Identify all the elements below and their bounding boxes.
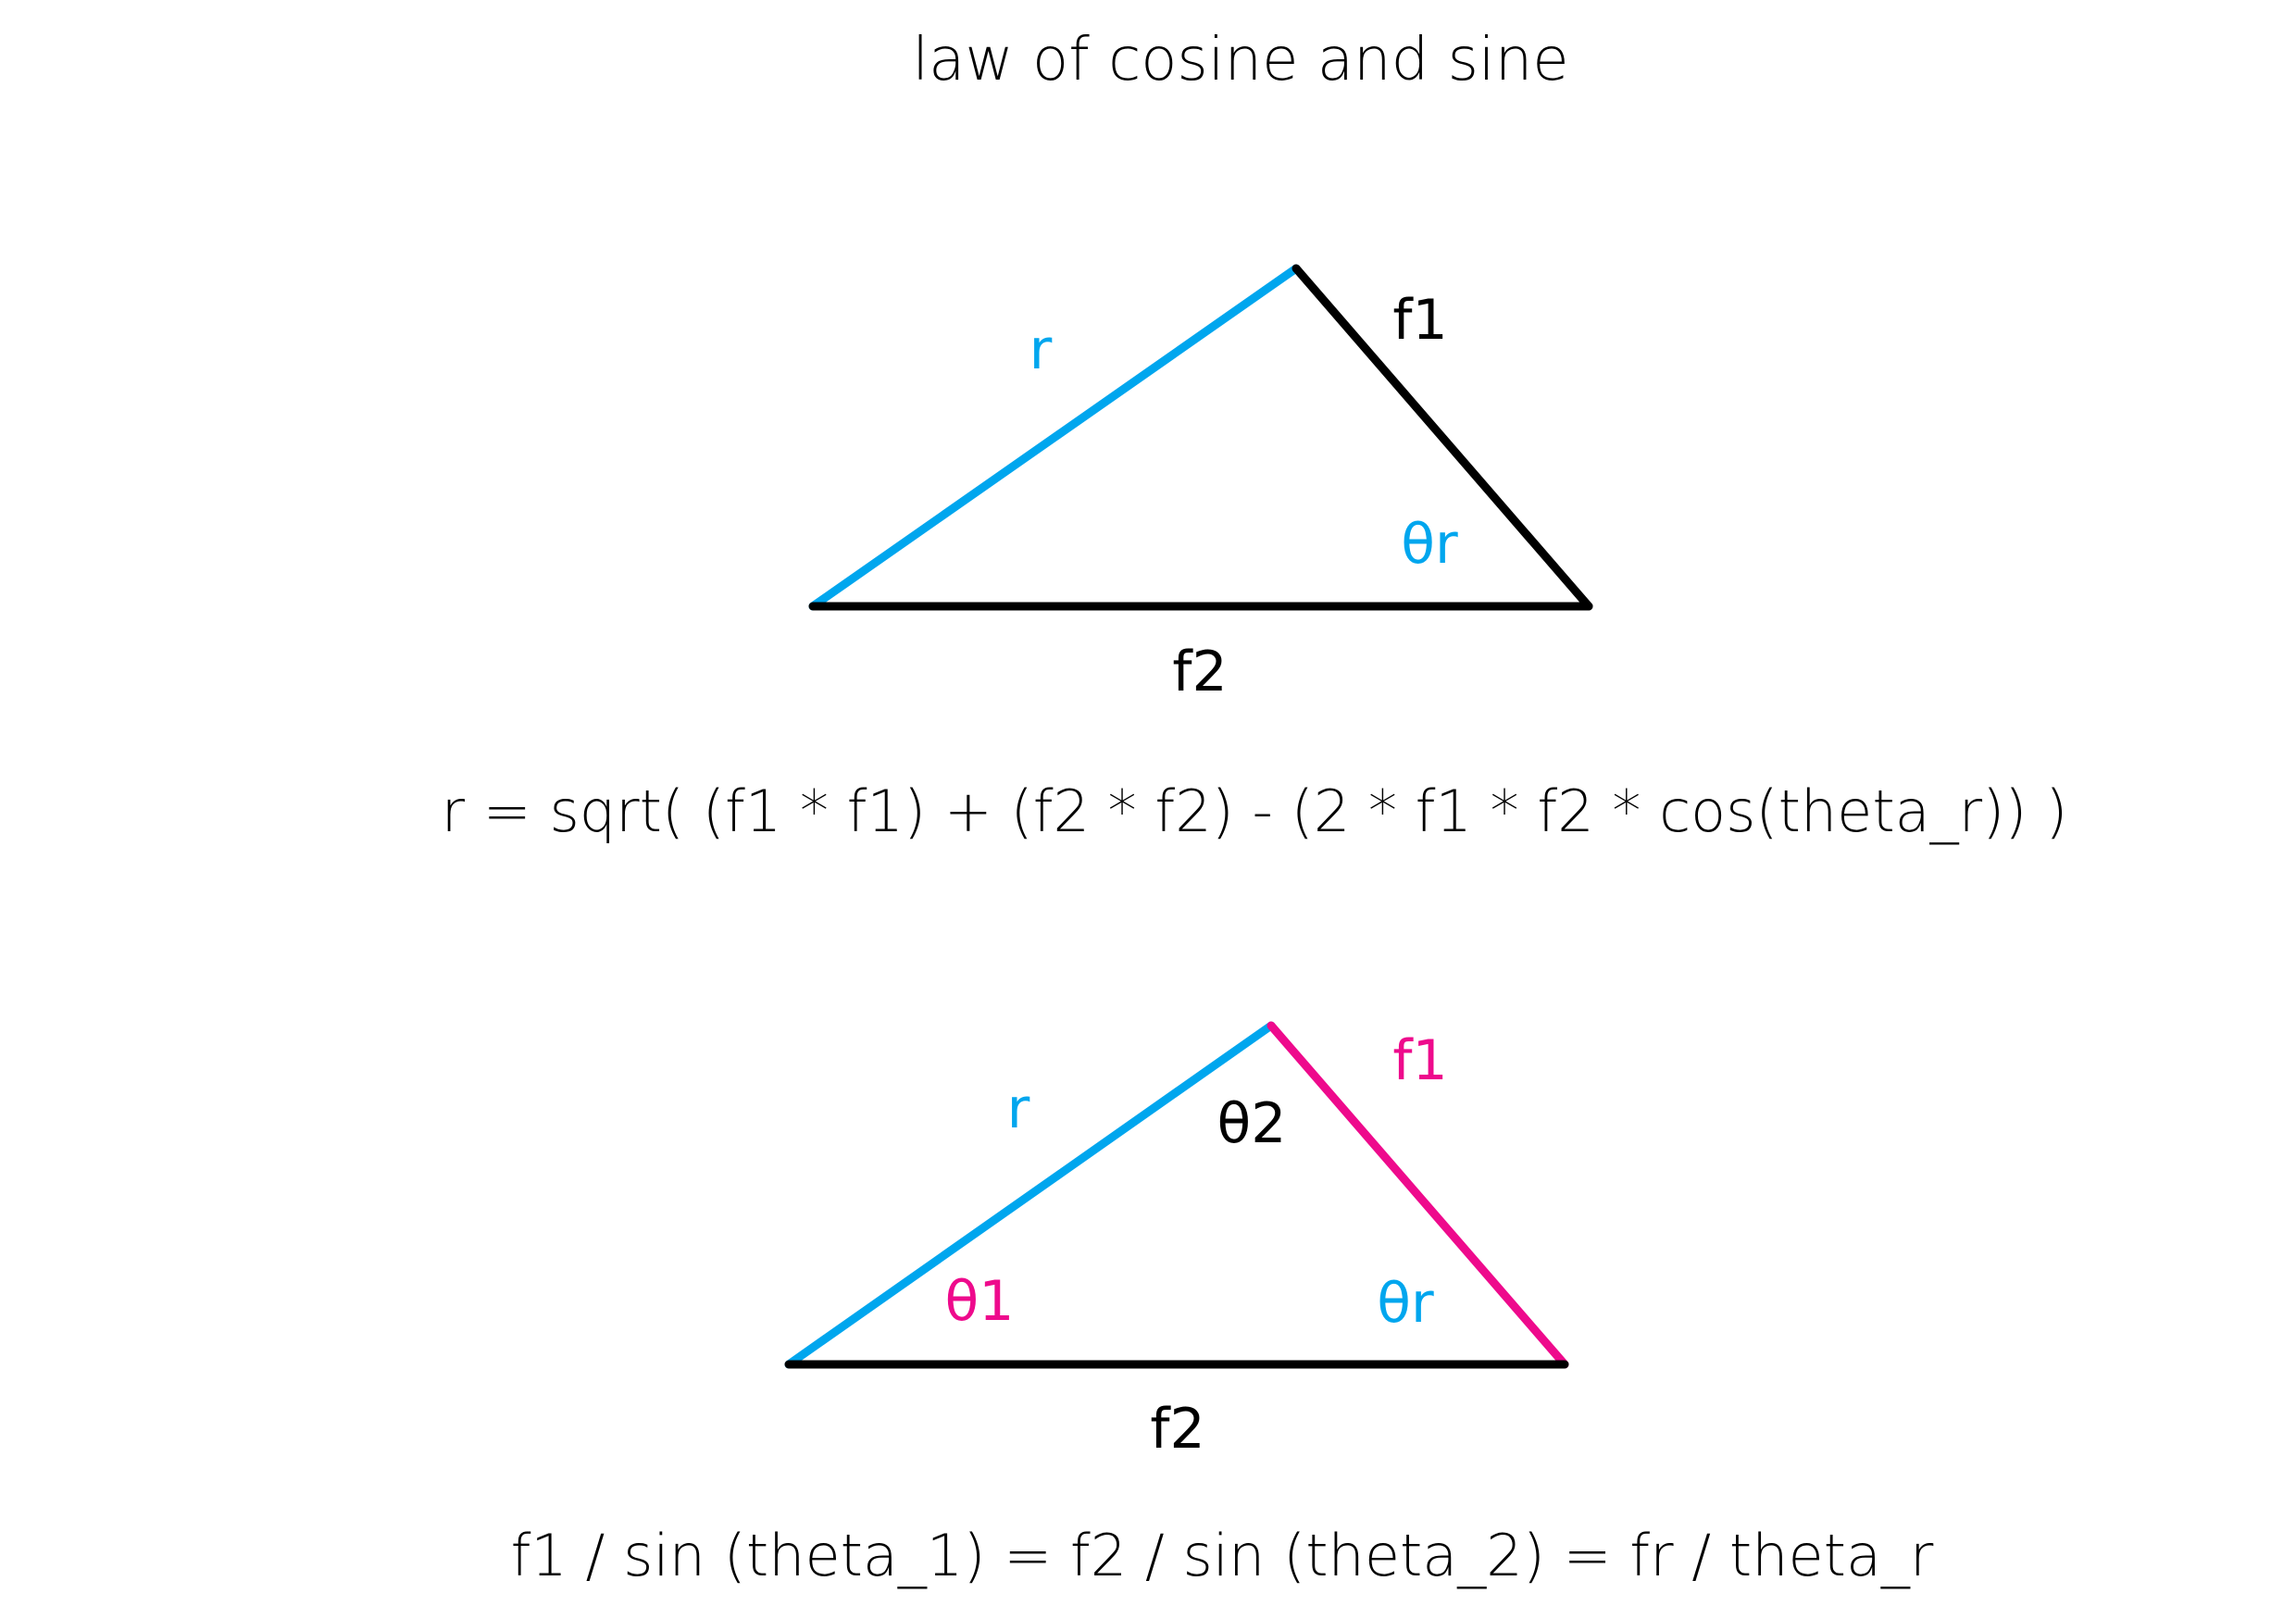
triangle-bottom-label-angle-r: θr	[1377, 1271, 1434, 1336]
triangle-bottom-side-f1	[1267, 1021, 1569, 1369]
triangle-top-label-r: r	[1029, 317, 1053, 382]
triangle-bottom-label-f2: f2	[1150, 1397, 1204, 1462]
diagram-title: law of cosine and sine	[912, 26, 1568, 94]
triangle-bottom: r f1 θ2 θ1 θr f2	[784, 1021, 1569, 1462]
triangle-top-side-f1	[1292, 264, 1593, 611]
triangle-top-side-r	[808, 264, 1301, 611]
triangle-top-label-f1: f1	[1392, 288, 1447, 353]
triangle-bottom-side-r	[784, 1021, 1276, 1369]
triangle-top-label-f2: f2	[1172, 640, 1227, 704]
triangle-bottom-label-angle-2: θ2	[1217, 1091, 1287, 1156]
triangle-top-label-angle-r: θr	[1401, 512, 1458, 577]
triangle-top: r f1 θr f2	[808, 264, 1593, 704]
formula-law-of-cosine: r = sqrt( (f1 * f1) + (f2 * f2) - (2 * f…	[442, 778, 2068, 845]
triangle-bottom-label-r: r	[1007, 1077, 1030, 1141]
triangle-bottom-label-f1: f1	[1392, 1028, 1447, 1093]
formula-law-of-sine: f1 / sin (theta_1) = f2 / sin (theta_2) …	[511, 1522, 1934, 1589]
triangle-bottom-label-angle-1: θ1	[945, 1269, 1015, 1334]
